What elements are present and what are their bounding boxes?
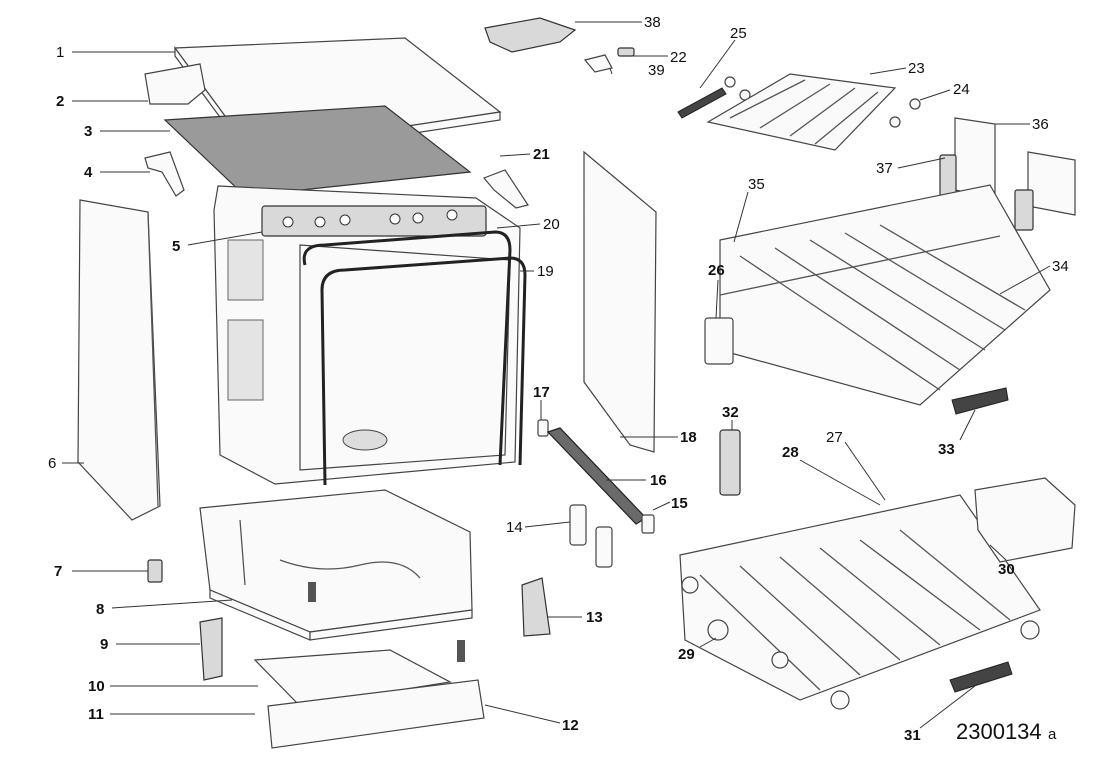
document-number-suffix: a <box>1048 726 1057 743</box>
callout-23: 23 <box>908 60 925 77</box>
part-upper-basket <box>719 184 1051 406</box>
part-cutlery-tray <box>706 73 897 151</box>
callout-7: 7 <box>54 563 62 580</box>
callout-12: 12 <box>562 717 579 734</box>
callout-38: 38 <box>644 14 661 31</box>
callout-6: 6 <box>48 455 56 472</box>
document-number: 2300134 a <box>956 719 1057 744</box>
part-panel <box>521 577 551 637</box>
part-side-bracket-left <box>144 151 185 197</box>
callout-31: 31 <box>904 727 921 744</box>
callout-35: 35 <box>748 176 765 193</box>
part-rollers <box>724 76 921 128</box>
part-shelf-clips <box>939 154 1034 231</box>
callout-36: 36 <box>1032 116 1049 133</box>
callout-11: 11 <box>88 706 104 723</box>
callout-15: 15 <box>671 495 688 512</box>
part-arm-holder <box>719 429 741 496</box>
callout-9: 9 <box>100 636 108 653</box>
callout-28: 28 <box>782 444 799 461</box>
part-connectors <box>583 47 635 73</box>
part-kickplate <box>267 679 485 749</box>
callout-20: 20 <box>543 216 560 233</box>
part-side-panel-right <box>583 150 657 453</box>
callout-10: 10 <box>88 678 105 695</box>
part-basket-adjuster <box>704 317 734 365</box>
callout-17: 17 <box>533 384 550 401</box>
leader-lines <box>62 21 1051 729</box>
part-lower-handle <box>949 661 1013 693</box>
callout-14: 14 <box>506 519 523 536</box>
callout-27: 27 <box>826 429 843 446</box>
callout-1: 1 <box>56 44 64 61</box>
callout-21: 21 <box>533 146 550 163</box>
part-cutlery-basket <box>974 477 1076 563</box>
callout-3: 3 <box>84 123 92 140</box>
callout-13: 13 <box>586 609 603 626</box>
part-top-bracket <box>144 63 206 105</box>
part-control-unit <box>484 17 577 53</box>
part-lower-basket <box>679 494 1041 701</box>
callout-24: 24 <box>953 81 970 98</box>
part-cover <box>199 617 223 681</box>
callout-39: 39 <box>648 62 665 79</box>
callout-16: 16 <box>650 472 667 489</box>
callout-30: 30 <box>998 561 1015 578</box>
part-cup-shelves <box>954 117 1076 216</box>
callout-5: 5 <box>172 238 180 255</box>
callout-22: 22 <box>670 49 687 66</box>
callout-26: 26 <box>708 262 725 279</box>
part-side-bracket-right <box>483 169 529 209</box>
part-base-frame <box>199 489 473 641</box>
callout-labels: 1 2 3 4 5 6 7 8 9 10 11 12 13 14 15 16 1… <box>48 14 1069 744</box>
callout-33: 33 <box>938 441 955 458</box>
part-hinges <box>569 504 613 568</box>
callout-8: 8 <box>96 601 104 618</box>
callout-37: 37 <box>876 160 893 177</box>
document-number-text: 2300134 <box>956 719 1042 744</box>
part-tub <box>213 185 521 485</box>
part-door-gaskets <box>302 230 527 486</box>
callout-19: 19 <box>537 263 554 280</box>
part-upper-handle <box>951 387 1009 415</box>
part-clip <box>537 419 549 437</box>
callout-25: 25 <box>730 25 747 42</box>
callout-34: 34 <box>1052 258 1069 275</box>
part-end-cap <box>641 514 655 534</box>
part-wheels <box>681 576 1040 710</box>
callout-4: 4 <box>84 164 93 181</box>
callout-18: 18 <box>680 429 697 446</box>
callout-29: 29 <box>678 646 695 663</box>
callout-2: 2 <box>56 93 64 110</box>
part-insulation-sheet <box>163 105 472 197</box>
part-side-panel-left <box>77 199 161 521</box>
callout-32: 32 <box>722 404 739 421</box>
part-lower-tray <box>253 649 452 707</box>
part-valve <box>147 559 163 583</box>
part-rail <box>677 87 727 119</box>
